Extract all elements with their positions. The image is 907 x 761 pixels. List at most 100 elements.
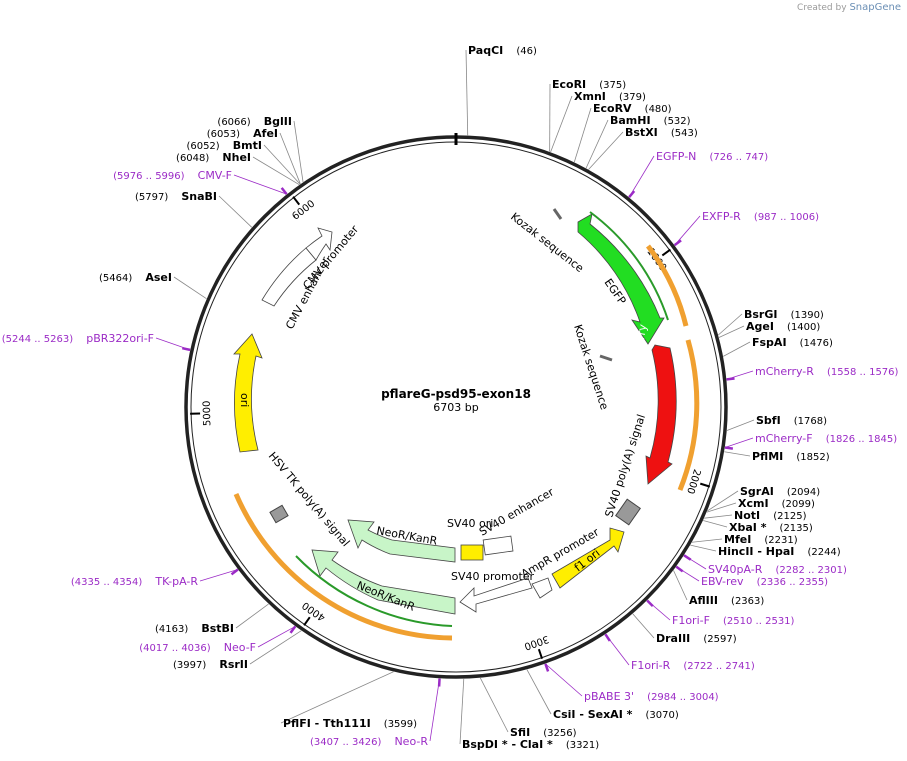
site-label[interactable]: PaqCI (46): [468, 39, 537, 58]
site-label[interactable]: (6053) AfeI: [207, 122, 278, 141]
sv40-enhancer-feature[interactable]: [482, 535, 514, 556]
sv40-ori-feature[interactable]: [460, 544, 484, 561]
primer-marker: [724, 446, 734, 450]
mstrawberry-label: mStrawberry: [624, 323, 649, 396]
primer-label[interactable]: mCherry-R (1558 .. 1576): [755, 360, 899, 379]
primer-label[interactable]: SV40pA-R (2282 .. 2301): [708, 558, 847, 577]
tick-label: 5000: [202, 400, 214, 426]
site-label[interactable]: MfeI (2231): [724, 528, 798, 547]
tick-mark: [699, 482, 711, 488]
primer-marker: [673, 239, 682, 247]
sv40-polya-feature[interactable]: [615, 498, 641, 526]
site-connector: [173, 276, 207, 300]
site-connector: [704, 514, 733, 519]
primer-connector: [199, 569, 239, 582]
primer-label[interactable]: (5244 .. 5263) pBR322ori-F: [2, 327, 154, 346]
primer-label[interactable]: (3407 .. 3426) Neo-R: [310, 730, 428, 749]
site-connector: [252, 156, 300, 186]
site-connector: [588, 131, 624, 170]
site-connector: [718, 325, 745, 338]
hsv-tk-label: HSV TK poly(A) signal: [266, 450, 353, 550]
site-connector: [279, 132, 301, 185]
primer-label[interactable]: mCherry-F (1826 .. 1845): [755, 427, 897, 446]
site-label[interactable]: BsrGI (1390): [744, 303, 824, 322]
site-label[interactable]: BstXI (543): [625, 121, 698, 140]
site-label[interactable]: NotI (2125): [734, 504, 807, 523]
site-label[interactable]: XcmI (2099): [738, 492, 815, 511]
neor-kanr-feature-2[interactable]: [311, 549, 456, 615]
primer-connector: [233, 174, 287, 195]
site-connector: [673, 570, 688, 601]
kozak-marker-1: [552, 208, 563, 220]
snapgene-logo: SnapGene: [849, 2, 901, 13]
site-label[interactable]: (6052) BmtI: [186, 134, 262, 153]
site-label[interactable]: EcoRV (480): [593, 97, 672, 116]
site-connector: [459, 678, 465, 745]
site-label[interactable]: BamHI (532): [610, 109, 691, 128]
orange-region-2: [677, 339, 700, 491]
primer-marker: [544, 663, 550, 672]
primer-label[interactable]: EXFP-R (987 .. 1006): [702, 205, 819, 224]
tick-label: 6000: [290, 198, 317, 222]
site-label[interactable]: CsiI - SexAI * (3070): [553, 703, 679, 722]
primer-connector: [257, 626, 296, 648]
sv40-ori-label: SV40 ori: [447, 517, 493, 530]
site-label[interactable]: PflFI - Tth111I (3599): [283, 712, 417, 731]
site-connector: [707, 490, 739, 512]
site-label[interactable]: HincII - HpaI (2244): [718, 540, 841, 559]
snapgene-credit: Created by SnapGene: [797, 2, 901, 13]
site-label[interactable]: SbfI (1768): [756, 409, 827, 428]
site-label[interactable]: (3997) RsrII: [173, 653, 248, 672]
primer-connector: [674, 215, 701, 246]
sv40-enhancer-label: SV40 enhancer: [477, 485, 556, 538]
site-label[interactable]: (6066) BglII: [217, 110, 292, 129]
ampr-promoter-feature[interactable]: [531, 577, 553, 599]
site-label[interactable]: PflMI (1852): [752, 445, 830, 464]
site-label[interactable]: SfiI (3256): [510, 721, 577, 740]
features: [233, 208, 700, 641]
site-label[interactable]: DraIII (2597): [656, 627, 737, 646]
site-connector: [690, 544, 717, 552]
primer-label[interactable]: (4017 .. 4036) Neo-F: [139, 636, 256, 655]
site-connector: [479, 677, 509, 733]
primer-connector: [545, 663, 583, 697]
primer-label[interactable]: (5976 .. 5996) CMV-F: [113, 164, 232, 183]
site-connector: [465, 49, 469, 136]
ori-feature[interactable]: [233, 333, 263, 453]
egfp-feature[interactable]: [577, 213, 665, 345]
primer-connector: [724, 437, 754, 448]
primer-marker: [683, 554, 692, 561]
hsv-tk-polya-feature[interactable]: [269, 504, 289, 524]
site-label[interactable]: SgrAI (2094): [740, 480, 820, 499]
neor-kanr-feature-1[interactable]: [347, 519, 456, 563]
site-label[interactable]: AflIII (2363): [689, 589, 764, 608]
site-label[interactable]: (5464) AseI: [99, 266, 172, 285]
site-label[interactable]: BspDI * - ClaI * (3321): [462, 733, 599, 752]
tick-mark: [661, 248, 671, 257]
site-connector: [691, 538, 723, 543]
primer-marker: [604, 633, 611, 642]
site-label[interactable]: (4163) BstBI: [155, 617, 234, 636]
site-label[interactable]: XbaI * (2135): [729, 516, 813, 535]
site-label[interactable]: (6048) NheI: [176, 146, 251, 165]
site-label[interactable]: AgeI (1400): [746, 315, 820, 334]
site-label[interactable]: EcoRI (375): [552, 73, 626, 92]
tick-mark: [537, 648, 544, 660]
plasmid-length: 6703 bp: [433, 401, 478, 414]
mstrawberry-feature[interactable]: [645, 344, 677, 485]
primer-label[interactable]: F1ori-F (2510 .. 2531): [672, 609, 795, 628]
primer-label[interactable]: (4335 .. 4354) TK-pA-R: [71, 570, 198, 589]
kozak-marker-2: [599, 354, 613, 362]
primer-label[interactable]: pBABE 3' (2984 .. 3004): [584, 685, 719, 704]
site-connector: [550, 95, 573, 153]
primer-marker: [181, 346, 191, 352]
site-label[interactable]: FspAI (1476): [752, 331, 833, 350]
sv40-promoter-feature[interactable]: [459, 577, 533, 613]
site-label[interactable]: XmnI (379): [574, 85, 646, 104]
primer-label[interactable]: F1ori-R (2722 .. 2741): [631, 654, 755, 673]
cmv-promoter-feature[interactable]: [305, 227, 333, 261]
primer-label[interactable]: EGFP-N (726 .. 747): [656, 145, 768, 164]
primer-label[interactable]: EBV-rev (2336 .. 2355): [701, 570, 828, 589]
f1-ori-feature[interactable]: [551, 527, 625, 589]
site-label[interactable]: (5797) SnaBI: [135, 185, 217, 204]
